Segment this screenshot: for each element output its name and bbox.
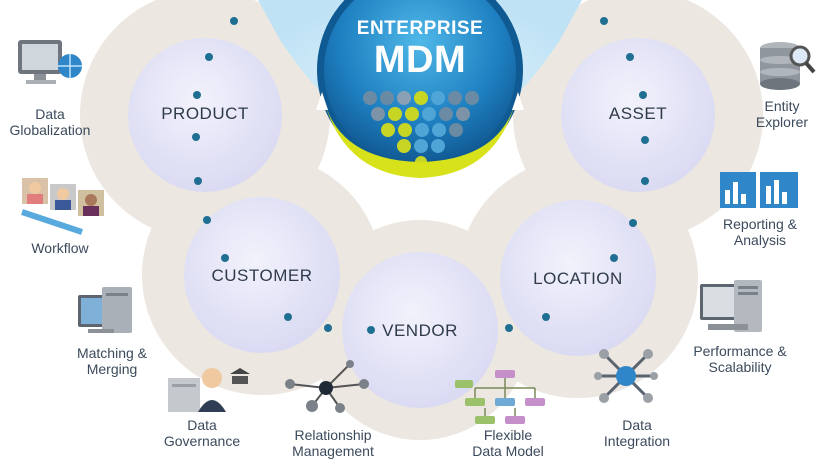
product-label: PRODUCT — [161, 104, 249, 123]
monitor-globe-icon — [18, 40, 82, 84]
data-governance-line2: Governance — [163, 433, 241, 449]
entity-explorer-line1: Entity — [764, 98, 800, 114]
hub-swoosh — [322, 92, 518, 178]
entity-explorer-line2: Explorer — [755, 114, 809, 130]
reporting-analysis-line1: Reporting & — [723, 216, 797, 232]
performance-scalability-label: Performance & Scalability — [682, 343, 798, 375]
location-label: LOCATION — [533, 269, 623, 288]
performance-scalability-line1: Performance & — [693, 343, 787, 359]
relationship-network-icon — [285, 360, 369, 413]
vendor-circle[interactable] — [342, 252, 498, 408]
hub-title-line2: MDM — [373, 39, 467, 81]
workflow-label: Workflow — [10, 240, 110, 256]
hub-arrow-right — [512, 92, 524, 110]
data-governance-line1: Data — [187, 417, 217, 433]
hub-title-line1: ENTERPRISE — [356, 18, 484, 39]
entity-explorer-label: Entity Explorer — [735, 98, 829, 130]
connector-dots — [192, 17, 649, 334]
relationship-management-line2: Management — [292, 443, 374, 459]
flexible-data-model-label: Flexible Data Model — [458, 427, 558, 459]
data-globalization-line2: Globalization — [9, 122, 91, 138]
governance-person-icon — [168, 368, 250, 412]
location-circle[interactable] — [500, 200, 656, 356]
enterprise-mdm-hub[interactable] — [316, 0, 524, 178]
workflow-line1: Workflow — [31, 240, 89, 256]
matching-merging-label: Matching & Merging — [62, 345, 162, 377]
relationship-management-line1: Relationship — [294, 427, 372, 443]
reporting-analysis-line2: Analysis — [733, 232, 787, 248]
hub-arrow-left — [316, 92, 328, 110]
data-governance-label: Data Governance — [152, 417, 252, 449]
matching-merging-line1: Matching & — [76, 345, 148, 361]
data-globalization-line1: Data — [35, 106, 65, 122]
matching-merging-line2: Merging — [86, 361, 138, 377]
vendor-label: VENDOR — [382, 321, 458, 340]
data-integration-label: Data Integration — [587, 417, 687, 449]
reporting-analysis-label: Reporting & Analysis — [710, 216, 810, 248]
customer-label: CUSTOMER — [211, 266, 313, 285]
flexible-data-model-line1: Flexible — [483, 427, 533, 443]
data-globalization-label: Data Globalization — [0, 106, 100, 138]
product-circle[interactable] — [128, 38, 282, 192]
asset-label: ASSET — [608, 104, 668, 123]
hub-dot-grid — [363, 91, 479, 168]
reporting-charts-icon — [720, 172, 798, 208]
workflow-people-icon — [21, 178, 104, 235]
customer-circle[interactable] — [184, 197, 340, 353]
performance-scalability-line2: Scalability — [708, 359, 772, 375]
integration-star-icon — [594, 349, 658, 403]
matching-merging-icon — [78, 287, 132, 333]
database-search-icon — [760, 42, 816, 90]
data-integration-line1: Data — [622, 417, 652, 433]
server-performance-icon — [700, 280, 762, 332]
flexible-data-model-line2: Data Model — [472, 443, 544, 459]
relationship-management-label: Relationship Management — [278, 427, 388, 459]
asset-circle[interactable] — [561, 38, 715, 192]
data-integration-line2: Integration — [603, 433, 671, 449]
data-model-tree-icon — [455, 370, 545, 424]
